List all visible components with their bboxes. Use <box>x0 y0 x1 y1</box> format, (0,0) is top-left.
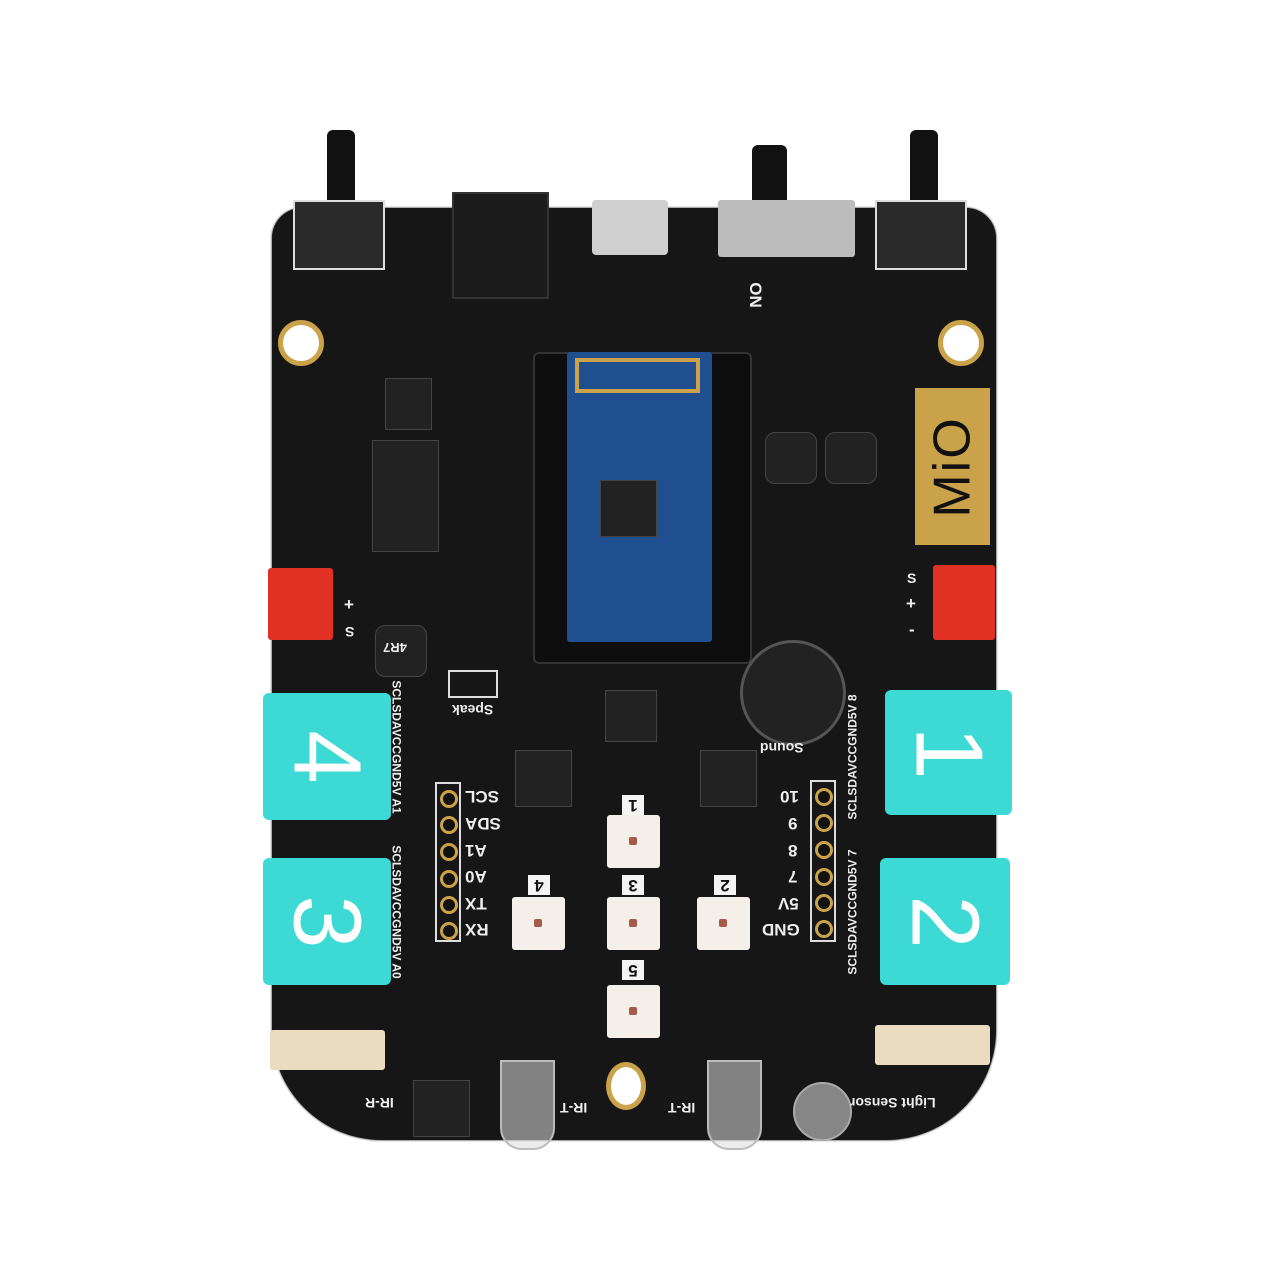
left-motor-connector[interactable] <box>270 1030 385 1070</box>
mount-hole <box>606 1062 646 1110</box>
led-number: 4 <box>528 875 550 895</box>
right-header-label: 9 <box>788 814 798 833</box>
rgb-led-5 <box>607 985 660 1038</box>
left-header-label: TX <box>465 894 487 913</box>
header-pin[interactable] <box>440 896 458 914</box>
mio-logo: MiO <box>915 388 990 545</box>
right-servo-connector[interactable] <box>933 565 995 640</box>
mount-hole <box>938 320 984 366</box>
switch-label: ON <box>745 282 765 308</box>
sound-label: Sound <box>760 740 804 756</box>
port-4[interactable]: 4 <box>263 693 391 820</box>
wifi-chip <box>600 480 657 537</box>
speaker-label: Speak <box>452 702 494 718</box>
servo-s-label: S <box>907 570 917 586</box>
servo-plus-label: + <box>906 594 916 613</box>
led-number: 3 <box>622 875 644 895</box>
light-sensor-label: Light Sensor <box>850 1095 936 1111</box>
left-header-label: RX <box>465 920 489 939</box>
header-pin[interactable] <box>440 922 458 940</box>
left-servo-connector[interactable] <box>268 568 333 640</box>
port-3[interactable]: 3 <box>263 858 391 985</box>
right-header[interactable] <box>810 780 836 942</box>
rgb-led-1 <box>607 815 660 868</box>
led-number: 5 <box>622 960 644 980</box>
rgb-led-3 <box>607 897 660 950</box>
header-pin[interactable] <box>815 788 833 806</box>
header-pin[interactable] <box>815 814 833 832</box>
inductor <box>765 432 817 484</box>
ic-chip <box>372 440 439 552</box>
light-sensor <box>793 1082 852 1141</box>
usb-port[interactable] <box>592 200 668 255</box>
led-number: 1 <box>622 795 644 815</box>
port-2[interactable]: 2 <box>880 858 1010 985</box>
led-number: 2 <box>714 875 736 895</box>
header-pin[interactable] <box>815 868 833 886</box>
ic-chip <box>515 750 572 807</box>
header-pin[interactable] <box>815 841 833 859</box>
right-button-stem[interactable] <box>910 130 938 205</box>
header-pin[interactable] <box>440 870 458 888</box>
mount-hole <box>278 320 324 366</box>
ir-transmitter-label: IR-T <box>668 1100 696 1116</box>
header-pin[interactable] <box>440 816 458 834</box>
right-header-label: 7 <box>788 867 798 886</box>
header-pin[interactable] <box>440 843 458 861</box>
rgb-led-2 <box>697 897 750 950</box>
logo-text: MiO <box>923 415 982 518</box>
port-2-pin-labels: SCLSDAVCCGND5V 7 <box>845 849 860 975</box>
left-header-label: A1 <box>465 841 487 860</box>
servo-plus-label: + <box>344 595 354 614</box>
ir-receiver-label: IR-R <box>365 1095 394 1111</box>
servo-s-label: S <box>345 624 355 640</box>
port-1[interactable]: 1 <box>885 690 1012 815</box>
inductor-label: 4R7 <box>383 640 407 655</box>
right-motor-connector[interactable] <box>875 1025 990 1065</box>
ir-transmitter-right <box>707 1060 762 1150</box>
audio-jack <box>452 192 549 299</box>
right-header-label: 5V <box>778 894 799 913</box>
port-3-pin-labels: SCLSDAVCCGND5V A0 <box>389 845 404 979</box>
right-header-label: GND <box>762 920 800 939</box>
switch-knob[interactable] <box>752 145 787 205</box>
ic-chip <box>700 750 757 807</box>
port-4-pin-labels: SCLSDAVCCGND5V A1 <box>389 680 404 814</box>
microphone <box>740 640 846 746</box>
right-push-button-base[interactable] <box>875 200 967 270</box>
ir-receiver <box>413 1080 470 1137</box>
header-pin[interactable] <box>440 790 458 808</box>
right-header-label: 8 <box>788 841 798 860</box>
speaker-header[interactable] <box>448 670 498 698</box>
power-switch[interactable] <box>718 200 855 257</box>
left-header-label: SDA <box>465 814 501 833</box>
header-pin[interactable] <box>815 920 833 938</box>
header-pin[interactable] <box>815 894 833 912</box>
inductor <box>375 625 427 677</box>
left-push-button-base[interactable] <box>293 200 385 270</box>
left-button-stem[interactable] <box>327 130 355 205</box>
rgb-led-4 <box>512 897 565 950</box>
servo-minus-label: - <box>909 620 915 639</box>
ic-chip <box>605 690 657 742</box>
left-header[interactable] <box>435 782 461 942</box>
left-header-label: A0 <box>465 867 487 886</box>
wifi-antenna <box>575 358 700 393</box>
ir-transmitter-label: IR-T <box>560 1100 588 1116</box>
left-header-label: SCL <box>465 787 499 806</box>
ir-transmitter-left <box>500 1060 555 1150</box>
port-1-pin-labels: SCLSDAVCCGND5V 8 <box>845 694 860 820</box>
inductor <box>825 432 877 484</box>
ic-chip <box>385 378 432 430</box>
right-header-label: 10 <box>780 787 799 806</box>
